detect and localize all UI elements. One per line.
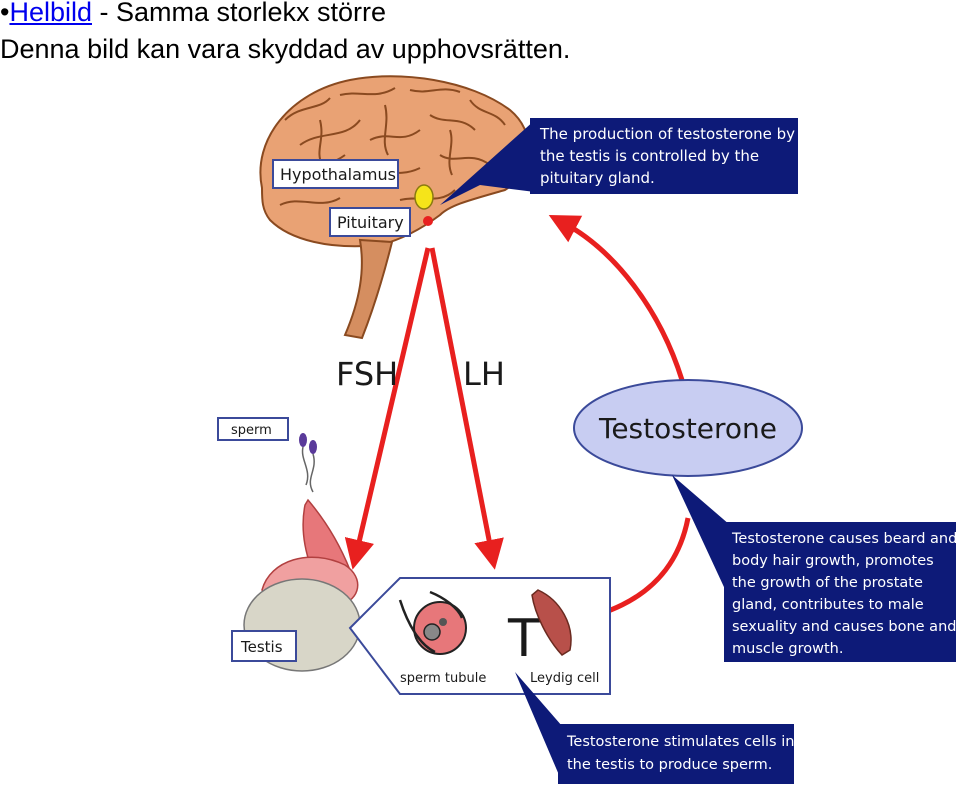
hypothalamus-label-box [272, 159, 399, 189]
pituitary-gland [423, 216, 433, 226]
copyright-notice: Denna bild kan vara skyddad av upphovsrä… [0, 34, 571, 64]
testis-label: Testis [240, 638, 283, 656]
effects-callout-box [724, 522, 956, 662]
pituitary-callout-box [530, 118, 798, 194]
testosterone-label: Testosterone [598, 412, 777, 445]
effects-callout-line: Testosterone causes beard and [731, 531, 957, 547]
result-line: •Helbild - Samma storlekx större [0, 0, 386, 27]
effects-callout-line: muscle growth. [732, 641, 843, 657]
effects-callout-line: body hair growth, promotes [732, 553, 934, 569]
bullet: • [0, 0, 10, 27]
effects-callout-line: gland, contributes to male [732, 597, 924, 613]
leydig-cell-illustration [531, 589, 572, 656]
sperm-callout-pointer [515, 672, 562, 782]
lh-arrow [429, 247, 504, 570]
feedback-arrow [548, 214, 685, 381]
effects-callout-pointer [672, 475, 730, 600]
pituitary-callout-pointer [440, 120, 535, 205]
sperm-label: sperm [231, 423, 272, 438]
sperm-callout-box [558, 724, 794, 784]
testis-label-box [231, 630, 297, 662]
fsh-label: FSH [336, 355, 398, 393]
pituitary-callout-line: The production of testosterone by [539, 125, 795, 143]
sperm-label-box [217, 417, 289, 441]
full-image-link[interactable]: Helbild [9, 0, 92, 27]
sperm-callout-line: the testis to produce sperm. [567, 757, 772, 773]
lh-label: LH [463, 355, 505, 393]
pituitary-label-box [329, 207, 411, 237]
testosterone-ellipse [573, 379, 803, 477]
sperm-tubule-illustration [398, 590, 467, 655]
leydig-cell-label: Leydig cell [530, 671, 599, 686]
pituitary-label: Pituitary [337, 213, 404, 232]
size-options-text: - Samma storlekx större [92, 0, 387, 27]
sperm-tubule-label: sperm tubule [400, 671, 486, 686]
testosterone-symbol: T [507, 609, 540, 669]
hypothalamus-label: Hypothalamus [280, 165, 396, 184]
sperm-callout-line: Testosterone stimulates cells in [566, 734, 794, 750]
pituitary-callout-line: the testis is controlled by the [540, 147, 759, 165]
hypothalamus-gland [414, 184, 434, 210]
fsh-arrow [344, 247, 431, 570]
effects-callout-line: the growth of the prostate [732, 575, 923, 591]
effects-callout-line: sexuality and causes bone and [732, 619, 956, 635]
pituitary-callout-line: pituitary gland. [540, 169, 655, 187]
sperm-illustration [299, 433, 317, 493]
